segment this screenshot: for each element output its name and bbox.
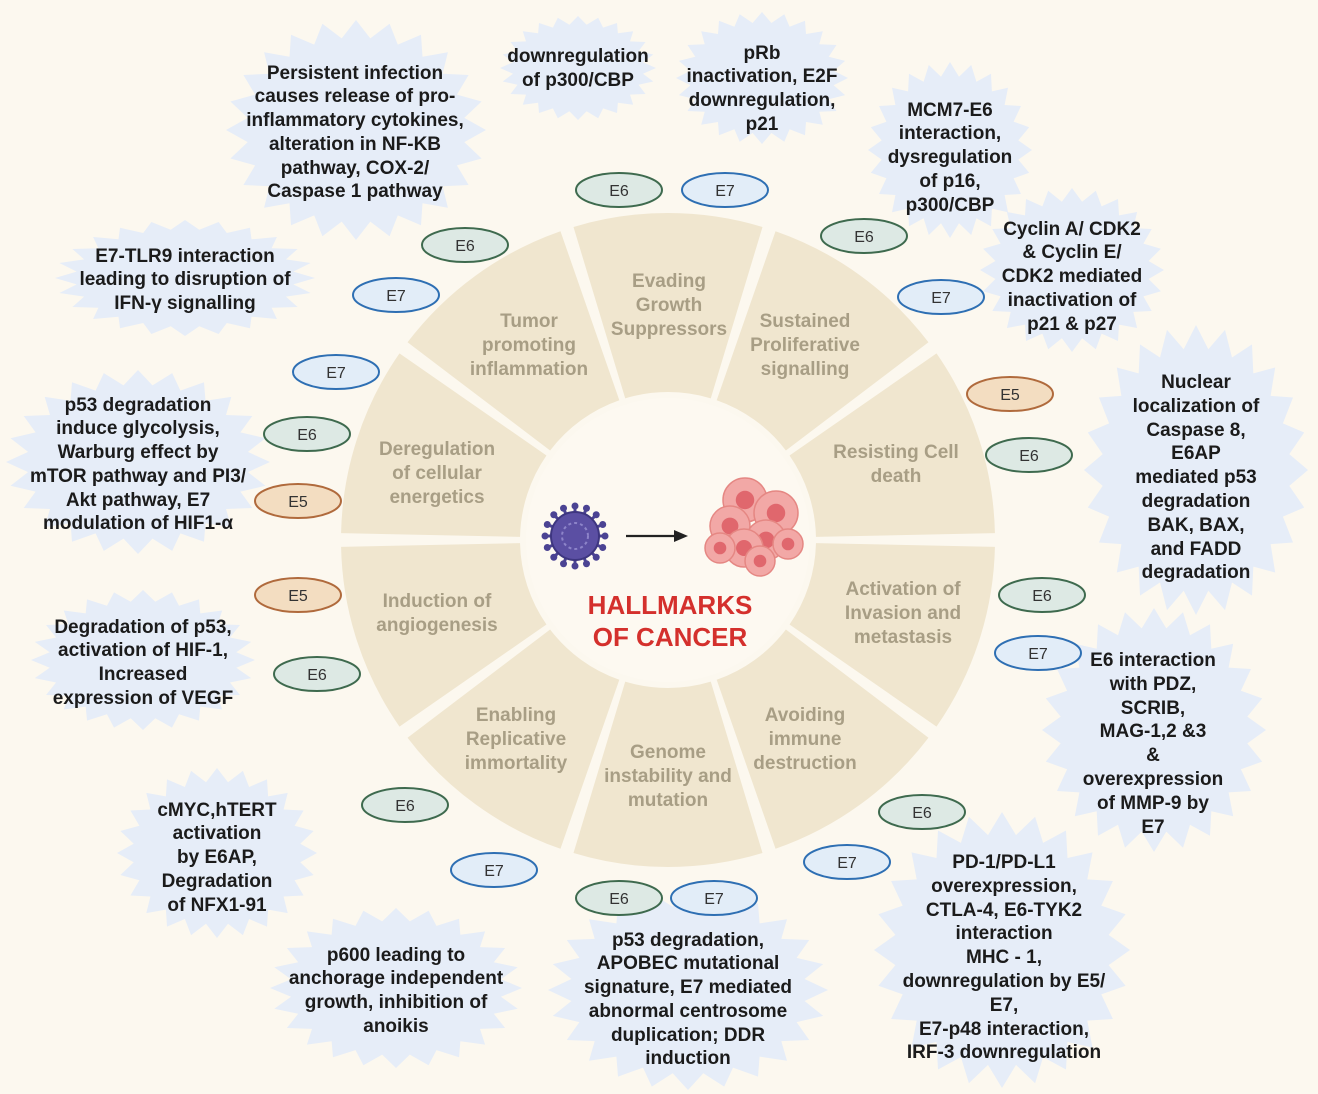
segment-label-enabling-replicative-immortality: Enabling Replicative immortality xyxy=(464,705,568,774)
annotation-inflammation: Persistent infection causes release of p… xyxy=(246,62,464,203)
tag-e6-9: E6 xyxy=(878,794,966,830)
tag-e7-12: E7 xyxy=(670,880,758,916)
center-circle xyxy=(526,398,810,682)
tag-e7-17: E7 xyxy=(292,354,380,390)
svg-text:E7: E7 xyxy=(1028,646,1048,663)
svg-text:E7: E7 xyxy=(326,365,346,382)
svg-text:E6: E6 xyxy=(297,427,317,444)
cancer-cells-icon xyxy=(704,477,804,577)
tag-e6-3: E6 xyxy=(820,218,908,254)
starburst-background-9 xyxy=(270,908,522,1068)
annotation-apobec: p53 degradation, APOBEC mutational signa… xyxy=(583,929,792,1070)
svg-text:E5: E5 xyxy=(288,494,308,511)
annotation-pdz: E6 interaction with PDZ, SCRIB, MAG-1,2 … xyxy=(1082,650,1224,838)
tag-e6-13: E6 xyxy=(361,787,449,823)
virus-icon xyxy=(541,502,609,570)
svg-text:E7: E7 xyxy=(715,183,735,200)
svg-text:E7: E7 xyxy=(931,290,951,307)
ring-segment-deregulation-of-cellular-energetics xyxy=(341,353,547,537)
svg-text:E6: E6 xyxy=(609,183,629,200)
svg-text:E6: E6 xyxy=(609,891,629,908)
tag-e7-14: E7 xyxy=(450,852,538,888)
tag-e7-4: E7 xyxy=(897,279,985,315)
starburst-background-10 xyxy=(117,768,317,938)
svg-text:E6: E6 xyxy=(912,805,932,822)
segment-label-tumor-promoting-inflammation: Tumor promoting inflammation xyxy=(469,311,589,380)
starburst-background-5 xyxy=(1084,325,1308,615)
ring-segment-resisting-cell-death xyxy=(789,353,995,537)
segment-label-activation-of-invasion: Activation of Invasion and metastasis xyxy=(844,579,962,648)
tag-e7-10: E7 xyxy=(803,844,891,880)
ring-segment-tumor-promoting-inflammation xyxy=(407,231,620,451)
starburst-background-4 xyxy=(980,188,1164,352)
svg-text:E6: E6 xyxy=(307,667,327,684)
svg-text:E7: E7 xyxy=(837,855,857,872)
annotation-cyclin: Cyclin A/ CDK2 & Cyclin E/ CDK2 mediated… xyxy=(1001,218,1143,335)
segment-label-induction-of-angiogenesis: Induction of angiogenesis xyxy=(376,591,498,636)
tag-e6-16: E6 xyxy=(273,656,361,692)
starburst-background-14 xyxy=(226,20,486,240)
segment-label-avoiding-immune-destruction: Avoiding immune destruction xyxy=(753,705,857,774)
annotation-vegf: Degradation of p53, activation of HIF-1,… xyxy=(52,616,234,709)
tag-e7-8: E7 xyxy=(994,635,1082,671)
tag-e6-18: E6 xyxy=(263,416,351,452)
tag-e5-15: E5 xyxy=(254,577,342,613)
annotation-caspase8: Nuclear localization of Caspase 8, E6AP … xyxy=(1132,372,1260,584)
annotation-pd1: PD-1/PD-L1 overexpression, CTLA-4, E6-TY… xyxy=(902,852,1106,1064)
annotation-p300: downregulation of p300/CBP xyxy=(507,46,649,91)
segment-label-deregulation-of-cellular-energetics: Deregulation of cellular energetics xyxy=(378,439,496,508)
svg-text:E7: E7 xyxy=(386,288,406,305)
diagram-title: HALLMARKS OF CANCER xyxy=(587,590,753,652)
tag-e6-7: E6 xyxy=(998,577,1086,613)
starburst-background-12 xyxy=(6,370,270,554)
tag-e5-19: E5 xyxy=(254,483,342,519)
annotation-p600: p600 leading to anchorage independent gr… xyxy=(288,944,504,1037)
svg-text:E5: E5 xyxy=(1000,387,1020,404)
svg-text:E6: E6 xyxy=(455,238,475,255)
ring-segment-genome-instability xyxy=(573,681,763,868)
segment-label-resisting-cell-death: Resisting Cell death xyxy=(833,442,959,487)
ring-segment-induction-of-angiogenesis xyxy=(341,543,547,727)
starburst-background-13 xyxy=(55,220,315,336)
svg-text:E6: E6 xyxy=(1032,588,1052,605)
svg-text:E7: E7 xyxy=(704,891,724,908)
segment-label-evading-growth-suppressors: Evading Growth Suppressors xyxy=(610,271,728,340)
annotation-warburg: p53 degradation induce glycolysis, Warbu… xyxy=(29,394,247,535)
ring-segment-evading-growth-suppressors xyxy=(573,212,763,399)
starburst-background-8 xyxy=(548,890,828,1090)
segment-label-genome-instability: Genome instability and mutation xyxy=(604,742,732,811)
svg-text:E6: E6 xyxy=(395,798,415,815)
starburst-background-2 xyxy=(676,12,848,144)
ring-segment-avoiding-immune-destruction xyxy=(716,629,929,849)
tag-e6-21: E6 xyxy=(421,227,509,263)
svg-text:E7: E7 xyxy=(484,863,504,880)
tag-e7-20: E7 xyxy=(352,277,440,313)
tag-e6-6: E6 xyxy=(985,437,1073,473)
annotation-prb: pRb inactivation, E2F downregulation, p2… xyxy=(686,42,838,135)
starburst-background-6 xyxy=(1042,608,1266,852)
svg-text:E6: E6 xyxy=(854,229,874,246)
tag-e7-2: E7 xyxy=(681,172,769,208)
segment-label-sustained-proliferative-signalling: Sustained Proliferative signalling xyxy=(750,311,860,380)
starburst-background-1 xyxy=(500,16,656,120)
tag-e6-1: E6 xyxy=(575,172,663,208)
svg-text:E5: E5 xyxy=(288,588,308,605)
tag-e5-5: E5 xyxy=(966,376,1054,412)
ring-segment-enabling-replicative-immortality xyxy=(407,629,620,849)
annotation-cmyc: cMYC,hTERT activation by E6AP, Degradati… xyxy=(157,799,277,916)
annotation-mcm7: MCM7-E6 interaction, dysregulation of p1… xyxy=(887,99,1013,216)
arrow-right-icon xyxy=(626,530,688,542)
starburst-background-7 xyxy=(874,812,1130,1088)
svg-text:E6: E6 xyxy=(1019,448,1039,465)
ring-segment-sustained-proliferative-signalling xyxy=(716,231,929,451)
starburst-background-3 xyxy=(868,62,1032,238)
starburst-background-11 xyxy=(31,590,255,730)
ring-segment-activation-of-invasion xyxy=(789,543,995,727)
annotation-tlr9: E7-TLR9 interaction leading to disruptio… xyxy=(79,245,291,315)
tag-e6-11: E6 xyxy=(575,880,663,916)
